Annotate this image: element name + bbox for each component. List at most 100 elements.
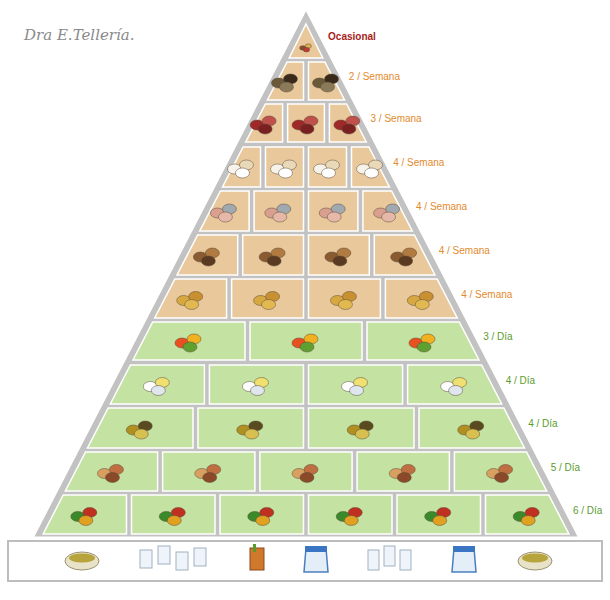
frequency-label: 2 / Semana xyxy=(349,71,400,83)
cell-ground xyxy=(309,408,415,448)
cell-ground xyxy=(408,365,502,404)
food-cell xyxy=(419,408,525,448)
cell-ground xyxy=(289,24,323,58)
food-icon xyxy=(303,47,309,52)
cell-ground xyxy=(309,191,358,231)
cell-ground xyxy=(209,365,303,404)
food-icon xyxy=(256,516,270,526)
food-cell xyxy=(254,191,303,231)
food-icon xyxy=(258,124,272,134)
cell-ground xyxy=(266,147,304,187)
food-icon xyxy=(415,300,429,310)
food-icon xyxy=(300,124,314,134)
cell-ground xyxy=(352,147,390,187)
frequency-label: 6 / Día xyxy=(573,505,602,517)
food-icon xyxy=(201,256,215,266)
food-icon xyxy=(466,429,480,439)
tea-leaf xyxy=(253,544,256,552)
food-icon xyxy=(397,473,411,483)
food-cell xyxy=(309,279,381,318)
frequency-label: 4 / Semana xyxy=(416,201,467,213)
food-icon xyxy=(300,473,314,483)
food-cell xyxy=(289,24,323,58)
pyramid-cells xyxy=(43,24,569,534)
water-glass xyxy=(158,546,170,564)
pitcher-lid xyxy=(305,546,327,552)
frequency-label: 3 / Semana xyxy=(371,113,422,125)
food-cell xyxy=(132,495,216,534)
food-cell xyxy=(309,495,393,534)
food-cell xyxy=(309,408,415,448)
cell-ground xyxy=(309,365,403,404)
food-cell xyxy=(309,147,347,187)
tea-glass xyxy=(250,548,264,570)
cell-ground xyxy=(309,495,393,534)
base-bar xyxy=(8,541,602,581)
food-cell xyxy=(260,452,352,491)
food-cell xyxy=(250,322,362,360)
cell-ground xyxy=(260,452,352,491)
food-icon xyxy=(344,516,358,526)
food-cell xyxy=(367,322,479,360)
cell-ground xyxy=(254,191,303,231)
food-icon xyxy=(279,82,293,92)
food-cell xyxy=(374,235,435,275)
food-icon xyxy=(342,124,356,134)
food-cell xyxy=(309,365,403,404)
cell-ground xyxy=(454,452,546,491)
food-cell xyxy=(88,408,194,448)
cell-ground xyxy=(486,495,569,534)
food-icon xyxy=(167,516,181,526)
food-icon xyxy=(322,168,336,178)
food-icon xyxy=(321,82,335,92)
food-icon xyxy=(355,429,369,439)
cell-ground xyxy=(309,62,345,100)
cell-ground xyxy=(309,279,381,318)
food-icon xyxy=(338,300,352,310)
food-icon xyxy=(250,386,264,396)
author-signature: Dra E.Tellería. xyxy=(24,26,135,44)
food-icon xyxy=(278,168,292,178)
soup-bowl xyxy=(65,552,99,570)
food-cell xyxy=(110,365,204,404)
food-icon xyxy=(218,212,232,222)
frequency-label: 4 / Semana xyxy=(439,245,490,257)
food-cell xyxy=(309,235,370,275)
cell-ground xyxy=(329,104,366,142)
cell-ground xyxy=(133,322,245,360)
food-icon xyxy=(449,386,463,396)
food-cell xyxy=(385,279,457,318)
food-icon xyxy=(134,429,148,439)
food-icon xyxy=(235,168,249,178)
cell-ground xyxy=(243,235,304,275)
cell-ground xyxy=(309,235,370,275)
cell-ground xyxy=(288,104,325,142)
cell-ground xyxy=(374,235,435,275)
food-cell xyxy=(408,365,502,404)
cell-ground xyxy=(200,191,249,231)
frequency-label: 4 / Día xyxy=(528,418,557,430)
food-cell xyxy=(309,62,345,100)
food-cell xyxy=(397,495,481,534)
frequency-label: 3 / Día xyxy=(483,331,512,343)
food-cell xyxy=(198,408,304,448)
food-cell xyxy=(357,452,449,491)
cell-ground xyxy=(397,495,481,534)
food-cell xyxy=(288,104,325,142)
cell-ground xyxy=(43,495,126,534)
food-cell xyxy=(352,147,390,187)
food-cell xyxy=(43,495,126,534)
cell-ground xyxy=(385,279,457,318)
frequency-label: 4 / Semana xyxy=(461,289,512,301)
water-glass xyxy=(140,550,152,568)
food-icon xyxy=(327,212,341,222)
food-icon xyxy=(245,429,259,439)
cell-ground xyxy=(357,452,449,491)
cell-ground xyxy=(267,62,303,100)
food-icon xyxy=(300,342,314,352)
frequency-label: 4 / Semana xyxy=(393,157,444,169)
food-cell xyxy=(232,279,304,318)
food-cell xyxy=(163,452,255,491)
